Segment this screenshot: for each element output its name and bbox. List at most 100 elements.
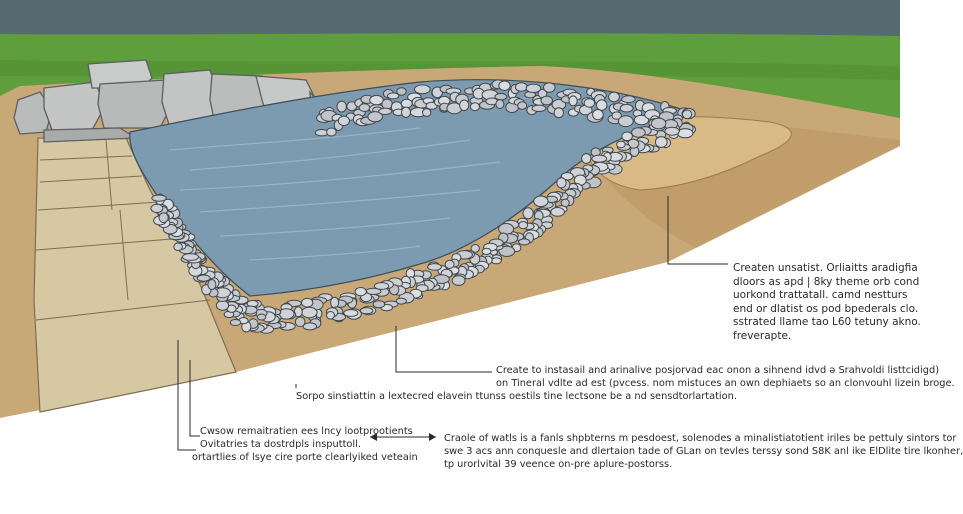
leader-bottom-left-b — [189, 360, 200, 437]
pebble-stone — [540, 95, 554, 106]
pebble-stone — [619, 103, 634, 113]
pebble-stone — [422, 108, 432, 117]
pebble-stone — [336, 100, 347, 113]
pebble-stone — [459, 99, 470, 112]
pebble-stone — [581, 153, 592, 164]
annotation-line: Sorpo sinstiattin a lextecred elavein tt… — [296, 391, 737, 402]
pebble-stone — [469, 102, 480, 112]
annotation-middle: Create to instasail and arinalive posjor… — [296, 364, 955, 403]
pebble-stone — [444, 259, 455, 269]
pebble-stone — [207, 279, 217, 290]
annotation-line: ortartlies of lsye cire porte clearlyike… — [192, 452, 418, 463]
pebble-stone — [182, 253, 199, 261]
annotation-line: freverapte. — [733, 329, 792, 342]
pebble-stone — [326, 311, 335, 320]
pebble-stone — [369, 94, 384, 106]
annotation-line: Ovitatries ta dostrdpls insputtoll. — [200, 439, 361, 450]
pebble-stone — [372, 300, 386, 309]
pebble-stone — [396, 87, 407, 96]
leader-lines — [177, 196, 728, 451]
pebble-stone — [664, 126, 680, 136]
pebble-stone — [229, 319, 242, 326]
paper-area — [0, 146, 900, 514]
pebble-stone — [395, 297, 407, 305]
leader-arrowheads — [370, 433, 436, 441]
annotation-bottom-right: Craole of watls is a fanls shpbterns m p… — [444, 432, 963, 471]
pebble-stone — [301, 306, 318, 319]
pebble-stone — [498, 80, 511, 91]
leader-middle — [395, 326, 492, 373]
pebble-stone — [596, 99, 608, 111]
pebble-stone — [522, 207, 534, 220]
annotation-line: sstrated llame tao L60 tetuny akno. — [733, 316, 921, 328]
pebble-stone — [337, 115, 350, 127]
pebble-stone — [531, 104, 547, 113]
annotation-line: Createn unsatist. Orliaitts aradigfia — [733, 262, 918, 274]
annotation-line: uorkond trattatall. camd nestturs — [733, 289, 908, 301]
pebble-stone — [498, 223, 515, 235]
pebble-stone — [401, 106, 411, 119]
annotation-line: Create to instasail and arinalive posjor… — [496, 365, 940, 376]
slab-joints — [35, 139, 211, 321]
pebble-stone — [302, 322, 318, 331]
pebble-stone — [358, 103, 371, 112]
pebble-stone — [495, 99, 505, 110]
annotation-line: dloors as apd | 8ky theme orb cond — [733, 275, 920, 288]
annotation-line: end or dlatist os pod bpederals clo. — [733, 302, 919, 315]
pebble-stone — [514, 82, 528, 92]
pebble-stone — [533, 195, 549, 208]
pebble-stone — [494, 93, 508, 101]
pebble-stone — [654, 136, 668, 148]
pebble-stone — [592, 109, 604, 121]
pebble-stone — [481, 247, 492, 255]
pebble-stone — [583, 98, 596, 108]
pebble-stone — [556, 177, 567, 189]
annotation-bottom-left: Cwsow remaitratien ees lncy lootprootien… — [192, 425, 418, 464]
pebble-stone — [553, 107, 564, 119]
pebble-stone — [470, 244, 480, 253]
pebble-stone — [343, 309, 359, 317]
pebble-stone — [373, 282, 390, 290]
pebble-stone — [381, 98, 393, 110]
pebble-stone — [525, 83, 542, 94]
pebble-stone — [611, 111, 622, 120]
pebble-stone — [367, 111, 384, 123]
pebble-stone — [518, 221, 529, 230]
pebble-stone — [451, 275, 466, 286]
pebble-stone — [621, 95, 636, 104]
pebble-stone — [158, 212, 169, 224]
pebble-stone — [617, 115, 634, 128]
pebble-stone — [490, 257, 502, 265]
pebble-stone — [518, 238, 531, 246]
pebble-stone — [413, 84, 431, 95]
pebble-stone — [256, 313, 267, 321]
pebble-stone — [517, 101, 528, 110]
pebble-stone — [151, 194, 167, 202]
annotation-line: tp urorlvital 39 veence on-pre aplure-po… — [444, 459, 673, 470]
pebble-stone — [591, 154, 608, 163]
pebble-stone — [359, 307, 374, 315]
annotation-line: on Tineral vdlte ad est (pvcess. nom mis… — [496, 378, 955, 389]
annotation-line: swe 3 acs ann conquesle and dlertaion ta… — [444, 446, 963, 457]
pebble-stone — [608, 91, 620, 103]
pebble-stone — [326, 127, 337, 137]
pebble-stone — [387, 92, 400, 100]
pebble-stone — [196, 274, 211, 282]
pebble-stone — [378, 107, 393, 116]
pond-illustration — [0, 0, 900, 514]
leader-bottom-left-a — [177, 340, 196, 451]
leader-right-top — [667, 196, 728, 265]
pebble-stone — [301, 297, 314, 308]
pebble-stone — [354, 287, 367, 297]
annotation-right-top: Createn unsatist. Orliaitts aradigfia dl… — [733, 262, 921, 343]
pebble-stone — [543, 82, 556, 93]
pebble-stone — [631, 127, 646, 138]
pebble-stone — [568, 95, 578, 107]
pebble-stone — [550, 207, 565, 217]
pebble-stone — [173, 242, 183, 252]
pebble-stone — [294, 316, 306, 328]
pebble-edging — [150, 79, 697, 334]
pebble-stone — [150, 203, 164, 213]
pebble-stone — [681, 109, 693, 120]
